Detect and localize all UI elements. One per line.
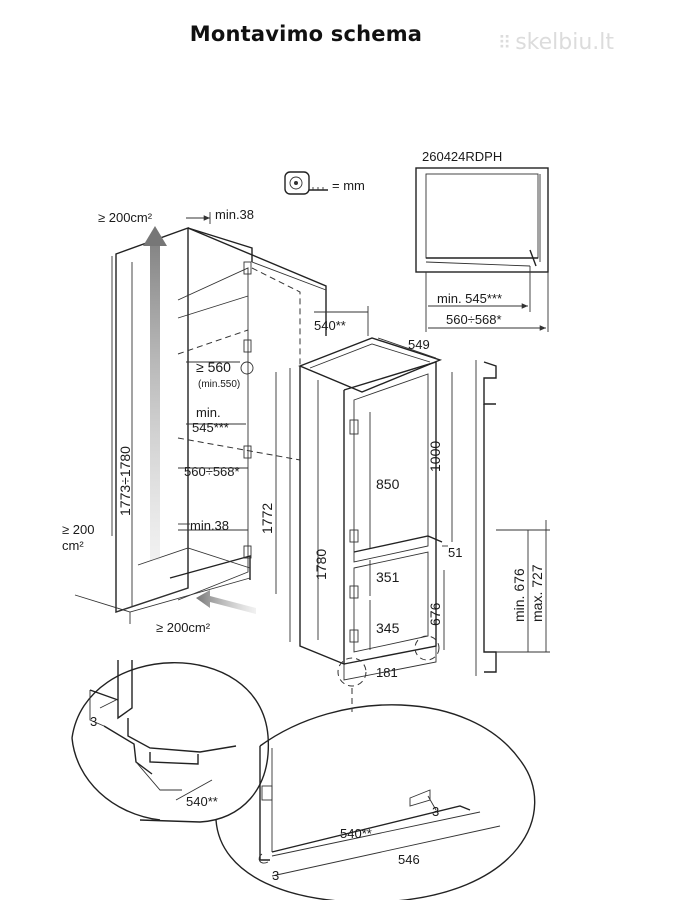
detail-540b-label: 540** — [340, 826, 372, 841]
h676-label: 676 — [427, 602, 443, 626]
top-560-568-label: 560÷568* — [446, 312, 502, 327]
min676-label: min. 676 — [511, 568, 527, 622]
vent-top-label: ≥ 200cm² — [98, 210, 153, 225]
min545-value-label: 545*** — [192, 420, 229, 435]
side-profile — [475, 360, 550, 676]
detail-546-label: 546 — [398, 852, 420, 867]
h181-label: 181 — [376, 665, 398, 680]
min545-label: min. — [196, 405, 221, 420]
h1772-label: 1772 — [259, 503, 275, 534]
airflow-up-arrow — [143, 226, 167, 560]
vent-bottom-label: ≥ 200cm² — [156, 620, 211, 635]
w560-568-label: 560÷568* — [184, 464, 240, 479]
top-view-inset — [415, 167, 549, 332]
unit-label: = mm — [332, 178, 365, 193]
airflow-in-arrow — [196, 590, 256, 614]
watermark-text: skelbiu.lt — [515, 30, 615, 55]
detail-3a-label: 3 — [90, 714, 97, 729]
h351-label: 351 — [376, 569, 400, 585]
tape-measure-icon — [284, 171, 328, 195]
height-range-label: 1773÷1780 — [117, 446, 133, 516]
fridge-appliance — [289, 337, 443, 687]
cabinet-niche — [74, 227, 327, 624]
ge200-side-label: ≥ 200 — [62, 522, 94, 537]
min550-label: (min.550) — [198, 379, 240, 390]
detail-540a-label: 540** — [186, 794, 218, 809]
detail-3c-label: 3 — [272, 868, 279, 883]
watermark: ⠿skelbiu.lt — [498, 30, 614, 55]
ge560-label: ≥ 560 — [196, 359, 231, 375]
detail-3b-label: 3 — [432, 804, 439, 819]
detail-circle-foot — [215, 688, 536, 900]
h51-label: 51 — [448, 545, 462, 560]
min38-top-label: min.38 — [215, 207, 254, 222]
ge560-measure-icon — [240, 361, 254, 375]
model-code: 260424RDPH — [422, 149, 502, 164]
width-549-label: 549 — [408, 337, 430, 352]
page-title: Montavimo schema — [189, 22, 423, 46]
h1780-label: 1780 — [313, 549, 329, 580]
depth-540-label: 540** — [314, 318, 346, 333]
detail-circle-hinge — [71, 660, 269, 823]
max727-label: max. 727 — [529, 564, 545, 622]
h1000-label: 1000 — [427, 441, 443, 472]
h850-label: 850 — [376, 476, 400, 492]
h345-label: 345 — [376, 620, 400, 636]
top-min545-label: min. 545*** — [437, 291, 502, 306]
watermark-dots-icon: ⠿ — [498, 33, 512, 54]
min38-bottom-label: min.38 — [190, 518, 229, 533]
cm2-side-label: cm² — [62, 538, 84, 553]
